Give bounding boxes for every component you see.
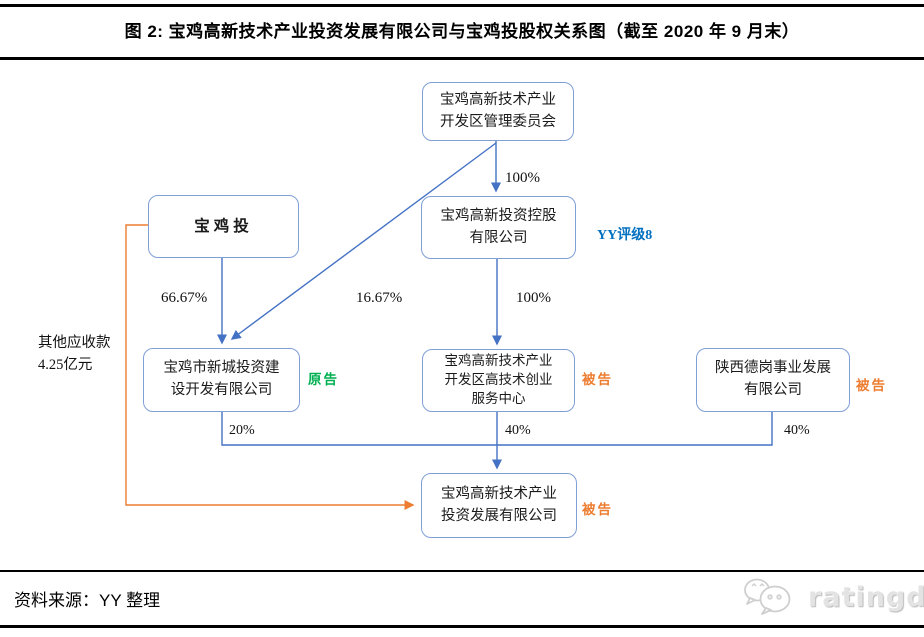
edge-label-baojitou-to-xincheng: 66.67% [161, 290, 208, 306]
bottom-rule [0, 625, 924, 628]
source-note: 资料来源：YY 整理 [14, 591, 161, 610]
node-shaanxi-degang: 陕西德岗事业发展 有限公司 [696, 348, 850, 412]
defendant-tag-service: 被告 [582, 372, 613, 387]
edge-baojitou-receivable-to-target [125, 224, 415, 510]
edge-label-degang-to-target: 40% [784, 423, 810, 438]
node-xincheng-investment: 宝鸡市新城投资建 设开发有限公司 [143, 348, 300, 412]
node-gaoxin-investment-development: 宝鸡高新技术产业 投资发展有限公司 [421, 473, 577, 538]
plaintiff-tag: 原告 [308, 372, 339, 387]
node-hightech-startup-service-center: 宝鸡高新技术产业 开发区高技术创业 服务中心 [422, 349, 575, 412]
defendant-tag-target: 被告 [582, 502, 613, 517]
wechat-chat-bubbles-icon [744, 578, 791, 615]
top-rule [0, 4, 924, 7]
ratingdog-logo: ratingdog [742, 577, 924, 617]
yy-rating-label: YY评级8 [597, 228, 653, 243]
edge-label-gov-to-holding: 100% [505, 170, 540, 186]
edge-label-holding-to-service: 100% [516, 290, 551, 306]
edge-label-gov-to-xincheng: 16.67% [356, 290, 403, 306]
logo-wordmark: ratingdog [808, 581, 924, 613]
node-gov-management-committee: 宝鸡高新技术产业 开发区管理委员会 [422, 82, 574, 141]
edge-label-service-to-target: 40% [505, 423, 531, 438]
edge-label-xincheng-to-target: 20% [229, 423, 255, 438]
defendant-tag-degang: 被告 [856, 378, 887, 393]
edge-gov-to-xincheng [230, 142, 497, 340]
figure-title: 图 2: 宝鸡高新技术产业投资发展有限公司与宝鸡投股权关系图（截至 2020 年… [124, 22, 800, 41]
node-gaoxin-investment-holding: 宝鸡高新投资控股 有限公司 [421, 196, 576, 259]
footer-top-rule [0, 570, 924, 572]
node-baojitou: 宝鸡投 [148, 195, 299, 258]
title-divider-rule [0, 57, 924, 60]
other-receivable-note: 其他应收款 4.25亿元 [38, 335, 111, 374]
